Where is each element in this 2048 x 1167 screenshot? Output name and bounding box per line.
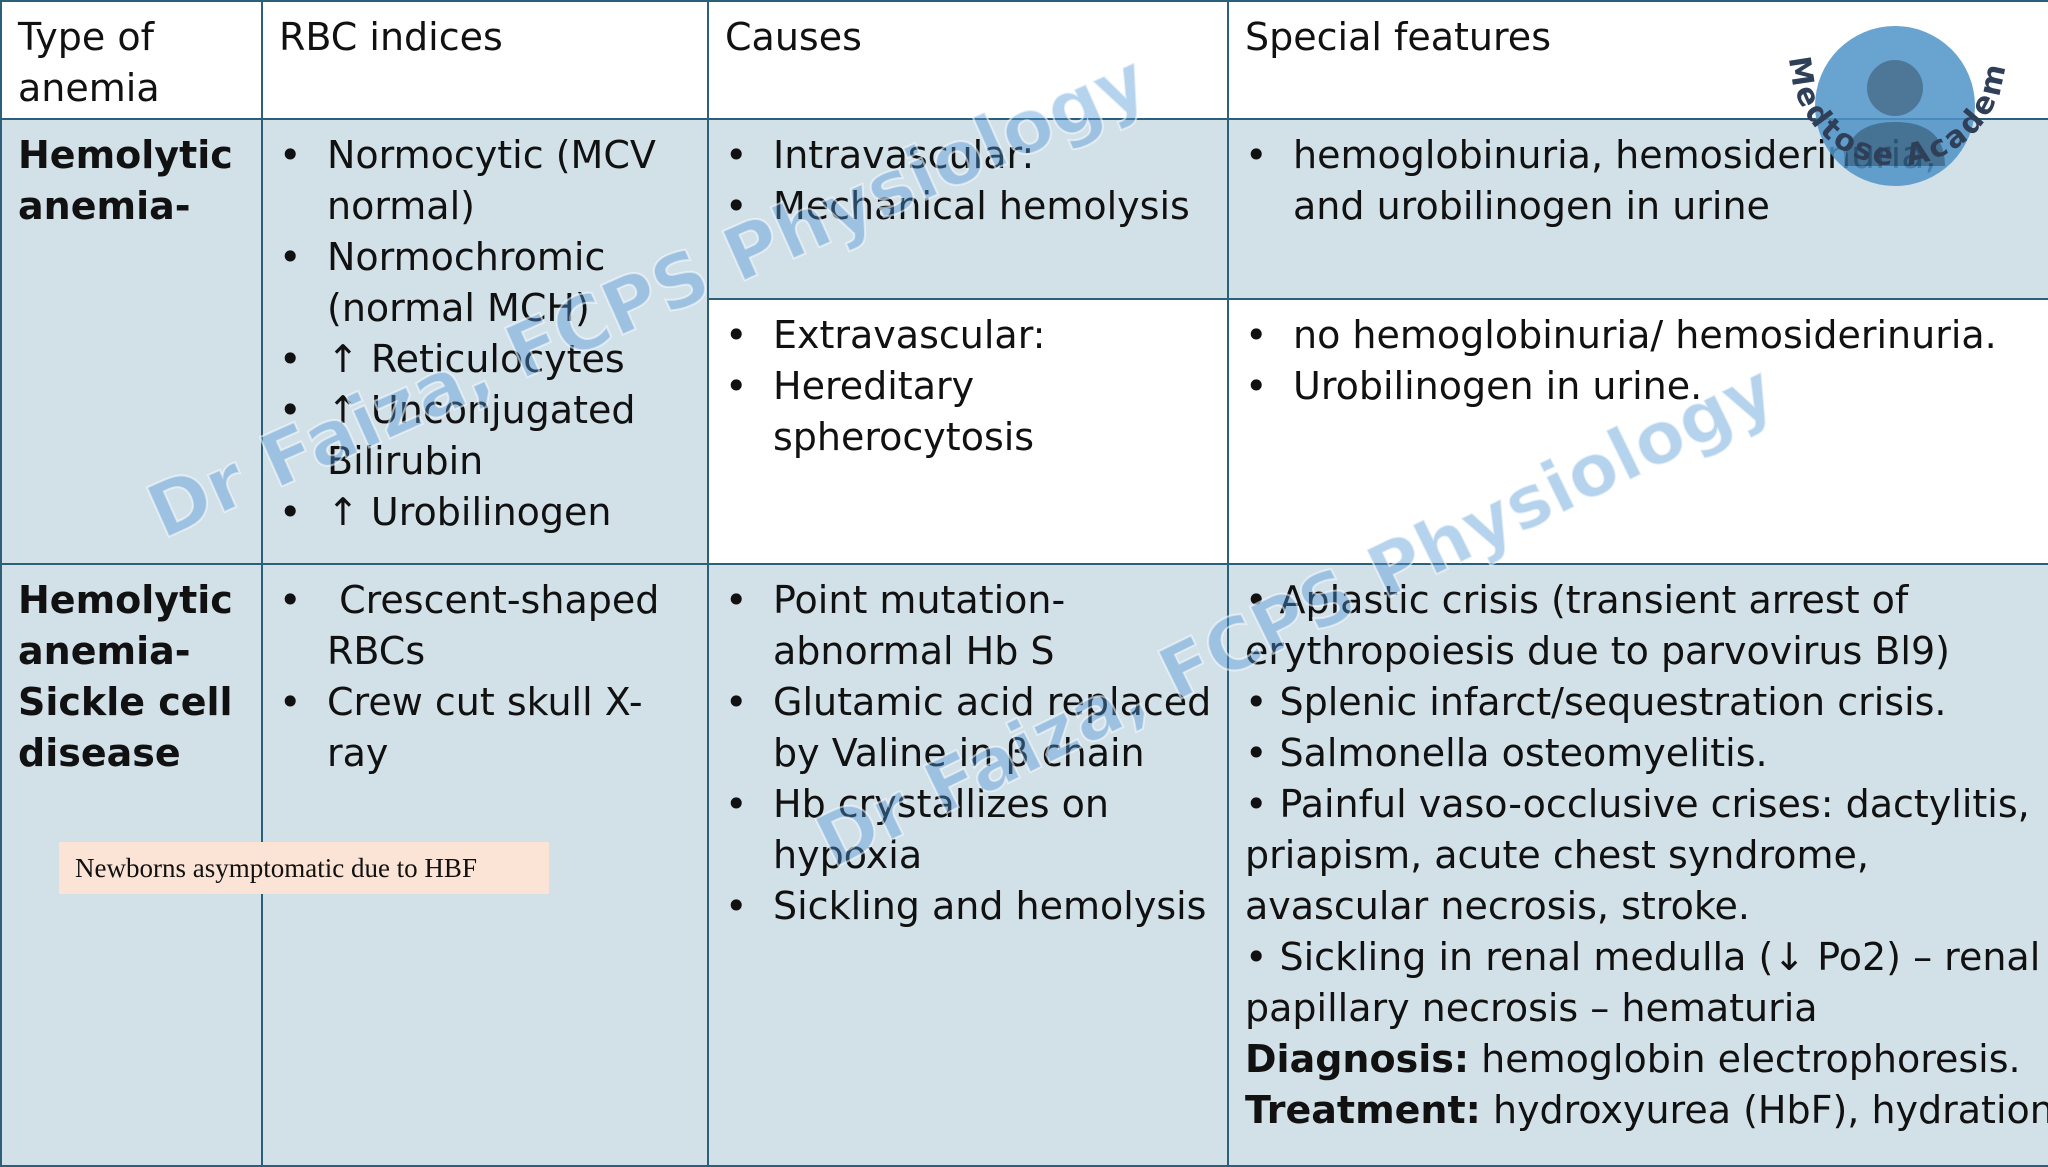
person-icon (1845, 60, 1945, 166)
header-rbc-indices: RBC indices (261, 0, 709, 120)
intravascular-causes-list: Intravascular: Mechanical hemolysis (725, 130, 1213, 232)
newborn-note: Newborns asymptomatic due to HBF (59, 842, 549, 894)
list-item: ↑ Reticulocytes (279, 334, 693, 385)
svg-text:Medtose Academics: Medtose Academics (1770, 18, 2014, 174)
list-item: Point mutation- abnormal Hb S (725, 575, 1213, 677)
hemolytic-type-label: Hemolytic anemia- (18, 133, 233, 228)
academy-logo: Medtose Academics (1770, 18, 2020, 228)
list-item: ↑ Unconjugated Bilirubin (279, 385, 693, 487)
sickle-rbc-list: Crescent-shaped RBCs Crew cut skull X-ra… (279, 575, 693, 779)
list-item: Normochromic (normal MCH) (279, 232, 693, 334)
list-item: Hb crystallizes on hypoxia (725, 779, 1213, 881)
treatment-line: Treatment: hydroxyurea (HbF), hydration (1245, 1085, 2047, 1136)
list-item: Intravascular: (725, 130, 1213, 181)
sickle-type-label: Hemolytic anemia- Sickle cell disease (18, 578, 233, 775)
list-item: Urobilinogen in urine. (1245, 361, 2034, 412)
list-item: Extravascular: (725, 310, 1213, 361)
feature-line: avascular necrosis, stroke. (1245, 884, 1750, 928)
list-item: Hereditary spherocytosis (725, 361, 1213, 463)
list-item: Crescent-shaped RBCs (279, 575, 693, 677)
feature-line: • Painful vaso-occlusive crises: dactyli… (1245, 782, 2030, 826)
diagnosis-text: hemoglobin electrophoresis. (1469, 1037, 2021, 1081)
sickle-causes-cell: Point mutation- abnormal Hb S Glutamic a… (707, 563, 1229, 1167)
intravascular-features-cell: hemoglobinuria, hemosiderinuria, and uro… (1227, 118, 2048, 300)
sickle-features-text: • Aplastic crisis (transient arrest of e… (1245, 575, 2047, 1136)
list-item: ↑ Urobilinogen (279, 487, 693, 538)
list-item: Sickling and hemolysis (725, 881, 1213, 932)
logo-text: Medtose Academics (1770, 18, 2011, 174)
hemolytic-intravascular-row: Hemolytic anemia- Normocytic (MCV normal… (0, 118, 2048, 565)
list-item: Glutamic acid replaced by Valine in β ch… (725, 677, 1213, 779)
sickle-cell-row: Hemolytic anemia- Sickle cell disease Cr… (0, 563, 2048, 1167)
header-causes: Causes (707, 0, 1229, 120)
feature-line: • Aplastic crisis (transient arrest of (1245, 578, 1909, 622)
treatment-text: hydroxyurea (HbF), hydration (1480, 1088, 2048, 1132)
sickle-causes-list: Point mutation- abnormal Hb S Glutamic a… (725, 575, 1213, 932)
list-item: Crew cut skull X-ray (279, 677, 693, 779)
intravascular-features-list: hemoglobinuria, hemosiderinuria, and uro… (1245, 130, 2034, 232)
feature-line: priapism, acute chest syndrome, (1245, 833, 1869, 877)
header-type: Type of anemia (0, 0, 263, 120)
feature-line: • Splenic infarct/sequestration crisis. (1245, 680, 1947, 724)
feature-line: erythropoiesis due to parvovirus Bl9) (1245, 629, 1950, 673)
feature-line: • Sickling in renal medulla (↓ Po2) – re… (1245, 935, 2041, 979)
hemolytic-extravascular-row: Extravascular: Hereditary spherocytosis … (1, 298, 2048, 565)
extravascular-features-list: no hemoglobinuria/ hemosiderinuria. Urob… (1245, 310, 2034, 412)
sickle-features-cell: • Aplastic crisis (transient arrest of e… (1227, 563, 2048, 1167)
diagnosis-label: Diagnosis: (1245, 1037, 1470, 1081)
extravascular-features-cell: no hemoglobinuria/ hemosiderinuria. Urob… (1227, 298, 2048, 565)
hemolytic-type-cell: Hemolytic anemia- (0, 118, 263, 565)
hemolytic-rbc-list: Normocytic (MCV normal) Normochromic (no… (279, 130, 693, 538)
extravascular-causes-list: Extravascular: Hereditary spherocytosis (725, 310, 1213, 463)
feature-line: papillary necrosis – hematuria (1245, 986, 1818, 1030)
list-item: Normocytic (MCV normal) (279, 130, 693, 232)
hemolytic-rbc-cell: Normocytic (MCV normal) Normochromic (no… (261, 118, 709, 565)
list-item: Mechanical hemolysis (725, 181, 1213, 232)
logo-arc-text: Medtose Academics (1770, 18, 2014, 174)
list-item: no hemoglobinuria/ hemosiderinuria. (1245, 310, 2034, 361)
feature-line: • Salmonella osteomyelitis. (1245, 731, 1768, 775)
list-item: hemoglobinuria, hemosiderinuria, and uro… (1245, 130, 1994, 232)
treatment-label: Treatment: (1245, 1088, 1481, 1132)
diagnosis-line: Diagnosis: hemoglobin electrophoresis. (1245, 1034, 2034, 1085)
logo-circle (1815, 26, 1975, 186)
intravascular-causes-cell: Intravascular: Mechanical hemolysis (707, 118, 1229, 300)
extravascular-causes-cell: Extravascular: Hereditary spherocytosis (707, 298, 1229, 565)
